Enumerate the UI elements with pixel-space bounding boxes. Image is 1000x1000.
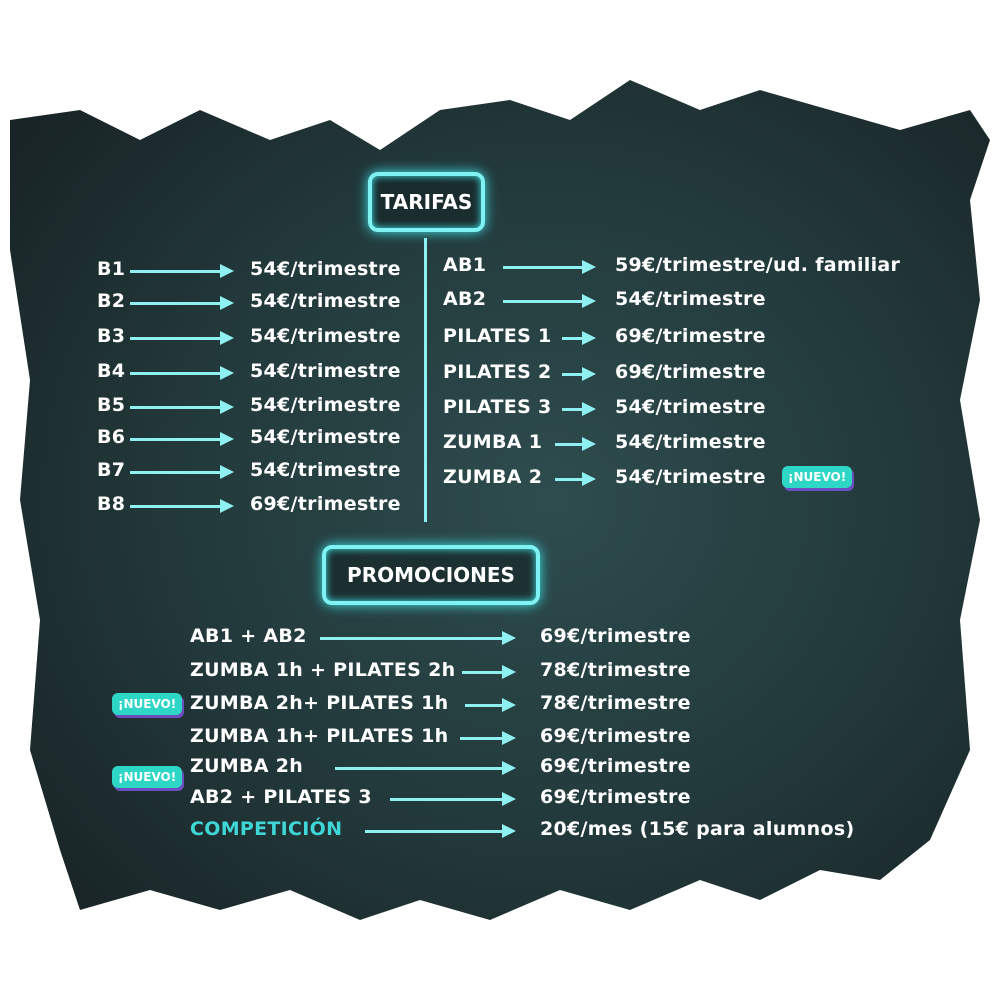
tarifas-title: TARIFAS xyxy=(368,172,485,232)
tarifa-label: B7 xyxy=(97,459,126,481)
arrow-icon xyxy=(130,264,234,278)
arrow-icon xyxy=(390,792,516,806)
promo-label: ZUMBA 1h+ PILATES 1h xyxy=(190,725,449,747)
tarifa-label: AB1 xyxy=(443,254,487,276)
tarifa-label: B2 xyxy=(97,290,126,312)
tarifa-price: 54€/trimestre xyxy=(250,325,401,347)
arrow-icon xyxy=(130,499,234,513)
promo-price: 78€/trimestre xyxy=(540,659,691,681)
promo-label: ZUMBA 2h xyxy=(190,755,304,777)
tarifa-price: 69€/trimestre xyxy=(615,361,766,383)
tarifa-label: PILATES 1 xyxy=(443,325,552,347)
promo-label: ZUMBA 2h+ PILATES 1h xyxy=(190,692,449,714)
arrow-icon xyxy=(562,402,596,416)
tarifa-label: B1 xyxy=(97,258,126,280)
tarifa-price: 54€/trimestre xyxy=(615,466,766,488)
promo-price: 69€/trimestre xyxy=(540,625,691,647)
tarifa-price: 54€/trimestre xyxy=(250,290,401,312)
arrow-icon xyxy=(130,296,234,310)
tarifa-price: 69€/trimestre xyxy=(615,325,766,347)
nuevo-badge: ¡NUEVO! xyxy=(782,466,853,488)
arrow-icon xyxy=(555,437,596,451)
tarifa-price: 54€/trimestre xyxy=(615,431,766,453)
arrow-icon xyxy=(130,331,234,345)
arrow-icon xyxy=(462,665,516,679)
tarifa-label: PILATES 3 xyxy=(443,396,552,418)
arrow-icon xyxy=(465,698,516,712)
arrow-icon xyxy=(130,400,234,414)
arrow-icon xyxy=(555,472,596,486)
nuevo-badge: ¡NUEVO! xyxy=(112,693,183,715)
divider-line xyxy=(424,238,427,522)
tarifa-price: 69€/trimestre xyxy=(250,493,401,515)
arrow-icon xyxy=(503,294,596,308)
arrow-icon xyxy=(130,366,234,380)
promo-price: 69€/trimestre xyxy=(540,725,691,747)
arrow-icon xyxy=(562,367,596,381)
promo-label: AB1 + AB2 xyxy=(190,625,307,647)
arrow-icon xyxy=(320,631,516,645)
tarifa-label: B8 xyxy=(97,493,126,515)
tarifa-label: B4 xyxy=(97,360,126,382)
tarifa-price: 54€/trimestre xyxy=(615,288,766,310)
tarifa-label: ZUMBA 2 xyxy=(443,466,543,488)
nuevo-badge: ¡NUEVO! xyxy=(112,766,183,788)
arrow-icon xyxy=(130,465,234,479)
tarifa-label: B6 xyxy=(97,426,126,448)
promo-price: 69€/trimestre xyxy=(540,755,691,777)
tarifa-price: 54€/trimestre xyxy=(250,426,401,448)
tarifa-price: 59€/trimestre/ud. familiar xyxy=(615,254,901,276)
promo-price: 78€/trimestre xyxy=(540,692,691,714)
tarifa-price: 54€/trimestre xyxy=(615,396,766,418)
arrow-icon xyxy=(335,761,516,775)
arrow-icon xyxy=(562,331,596,345)
arrow-icon xyxy=(130,432,234,446)
tarifa-label: PILATES 2 xyxy=(443,361,552,383)
tarifa-price: 54€/trimestre xyxy=(250,459,401,481)
promociones-title: PROMOCIONES xyxy=(322,545,540,605)
promo-label: ZUMBA 1h + PILATES 2h xyxy=(190,659,456,681)
tarifa-price: 54€/trimestre xyxy=(250,360,401,382)
tarifa-label: B5 xyxy=(97,394,126,416)
promo-price: 69€/trimestre xyxy=(540,786,691,808)
arrow-icon xyxy=(460,731,516,745)
arrow-icon xyxy=(503,260,596,274)
promo-label: COMPETICIÓN xyxy=(190,818,343,840)
tarifa-label: ZUMBA 1 xyxy=(443,431,543,453)
tarifa-price: 54€/trimestre xyxy=(250,258,401,280)
tarifa-price: 54€/trimestre xyxy=(250,394,401,416)
tarifa-label: AB2 xyxy=(443,288,487,310)
arrow-icon xyxy=(365,824,516,838)
tarifa-label: B3 xyxy=(97,325,126,347)
promo-label: AB2 + PILATES 3 xyxy=(190,786,372,808)
promo-price: 20€/mes (15€ para alumnos) xyxy=(540,818,855,840)
